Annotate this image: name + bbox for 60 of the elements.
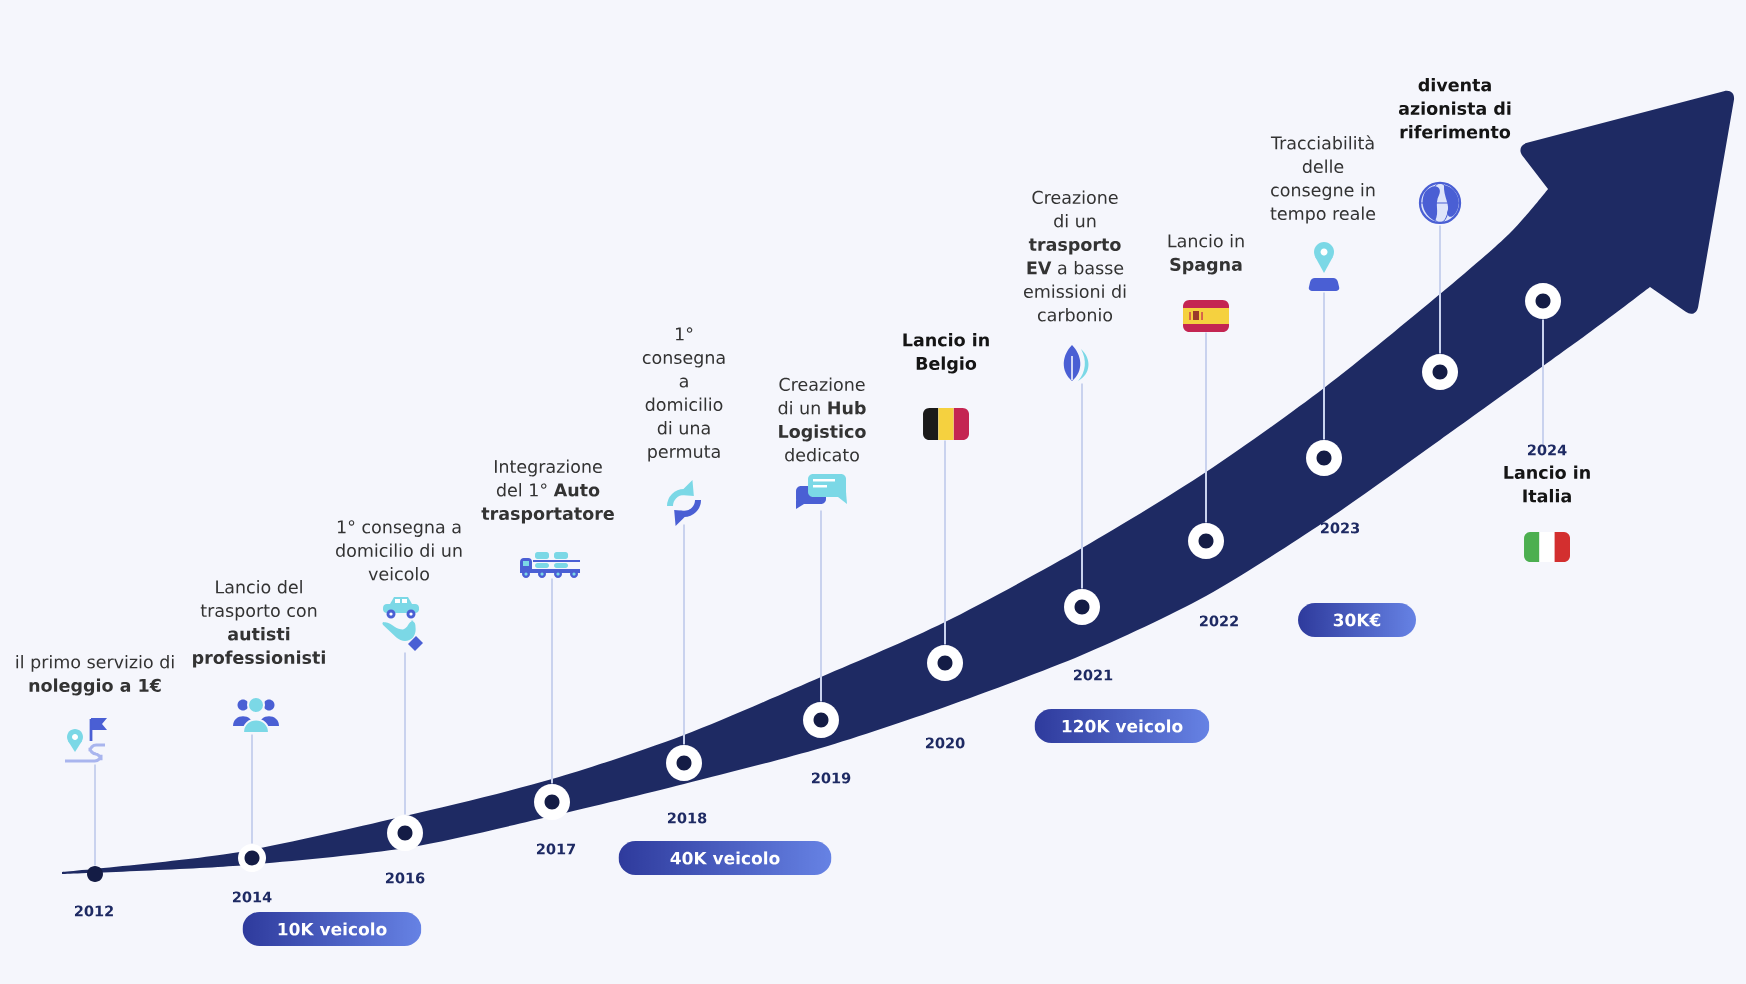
timeline-dot bbox=[1422, 354, 1458, 390]
truck-icon bbox=[520, 552, 580, 578]
milestone-text: il primo servizio di noleggio a 1€ bbox=[16, 654, 174, 696]
year-label: 2018 bbox=[667, 812, 707, 824]
timeline-dot bbox=[387, 815, 423, 851]
milestone-text: Integrazione del 1° Auto trasportatore bbox=[481, 459, 614, 524]
map-pin-flag-icon bbox=[65, 718, 107, 763]
year-label: 2012 bbox=[74, 905, 113, 917]
chat-icon bbox=[796, 474, 847, 509]
connector-line bbox=[1081, 382, 1083, 590]
connector-line bbox=[683, 523, 685, 746]
car-hand-icon bbox=[382, 597, 423, 651]
timeline-dot bbox=[1525, 283, 1561, 319]
connector-line bbox=[551, 577, 553, 785]
connector-line bbox=[251, 733, 253, 845]
timeline-dot bbox=[1188, 523, 1224, 559]
year-label: 2017 bbox=[536, 843, 576, 855]
connector-line bbox=[404, 651, 406, 816]
map-pin-icon bbox=[1308, 242, 1340, 291]
milestone-text: Lancio in Spagna bbox=[1168, 233, 1244, 275]
people-icon bbox=[233, 696, 279, 734]
milestone-text: 1° consegna a domicilio di un veicolo bbox=[336, 520, 462, 581]
connector-line bbox=[1439, 224, 1441, 355]
year-label: 2023 bbox=[1320, 522, 1360, 534]
connector-line bbox=[94, 763, 96, 867]
year-label: 2021 bbox=[1073, 669, 1113, 681]
connector-line bbox=[944, 439, 946, 646]
year-label: 2016 bbox=[385, 872, 425, 884]
timeline-dot bbox=[1306, 440, 1342, 476]
connector-line bbox=[1323, 291, 1325, 441]
milestone-text: 1° consegna a domicilio di una permuta bbox=[642, 327, 725, 462]
milestone-text: diventa azionista di riferimento bbox=[1398, 77, 1511, 139]
connector-line bbox=[1542, 318, 1544, 445]
timeline-dot bbox=[927, 645, 963, 681]
year-label: 2014 bbox=[232, 891, 272, 903]
globe-icon bbox=[1418, 181, 1462, 225]
flag-icon bbox=[1183, 300, 1229, 332]
milestone-text: Tracciabilità delle consegne in tempo reale bbox=[1270, 135, 1376, 224]
timeline-dot bbox=[87, 866, 103, 882]
value-label: 30K€ bbox=[1333, 613, 1381, 627]
timeline-dot bbox=[1064, 589, 1100, 625]
refresh-icon bbox=[667, 479, 701, 527]
milestone-text: 2024 Lancio in Italia bbox=[1504, 444, 1590, 503]
year-label: 2019 bbox=[811, 772, 851, 784]
leaf-icon bbox=[1063, 345, 1089, 381]
timeline-dot bbox=[238, 844, 266, 872]
connector-line bbox=[1205, 331, 1207, 524]
year-label: 2020 bbox=[925, 737, 965, 749]
value-label: 40K veicolo bbox=[670, 851, 780, 865]
timeline-dot bbox=[534, 784, 570, 820]
value-label: 10K veicolo bbox=[278, 922, 387, 936]
timeline-dot bbox=[666, 745, 702, 781]
milestone-text: Creazione di un Hub Logistico dedicato bbox=[778, 377, 866, 462]
timeline-dot bbox=[803, 702, 839, 738]
milestone-text: Lancio in Belgio bbox=[903, 332, 989, 374]
value-label: 120K veicolo bbox=[1062, 719, 1183, 733]
milestone-text: Lancio del trasporto con autisti professionisti bbox=[193, 580, 325, 668]
flag-icon bbox=[923, 408, 969, 440]
milestone-text: Creazione di un trasporto EV a basse emissioni di carbonio bbox=[1024, 190, 1126, 322]
year-label: 2022 bbox=[1199, 615, 1238, 627]
